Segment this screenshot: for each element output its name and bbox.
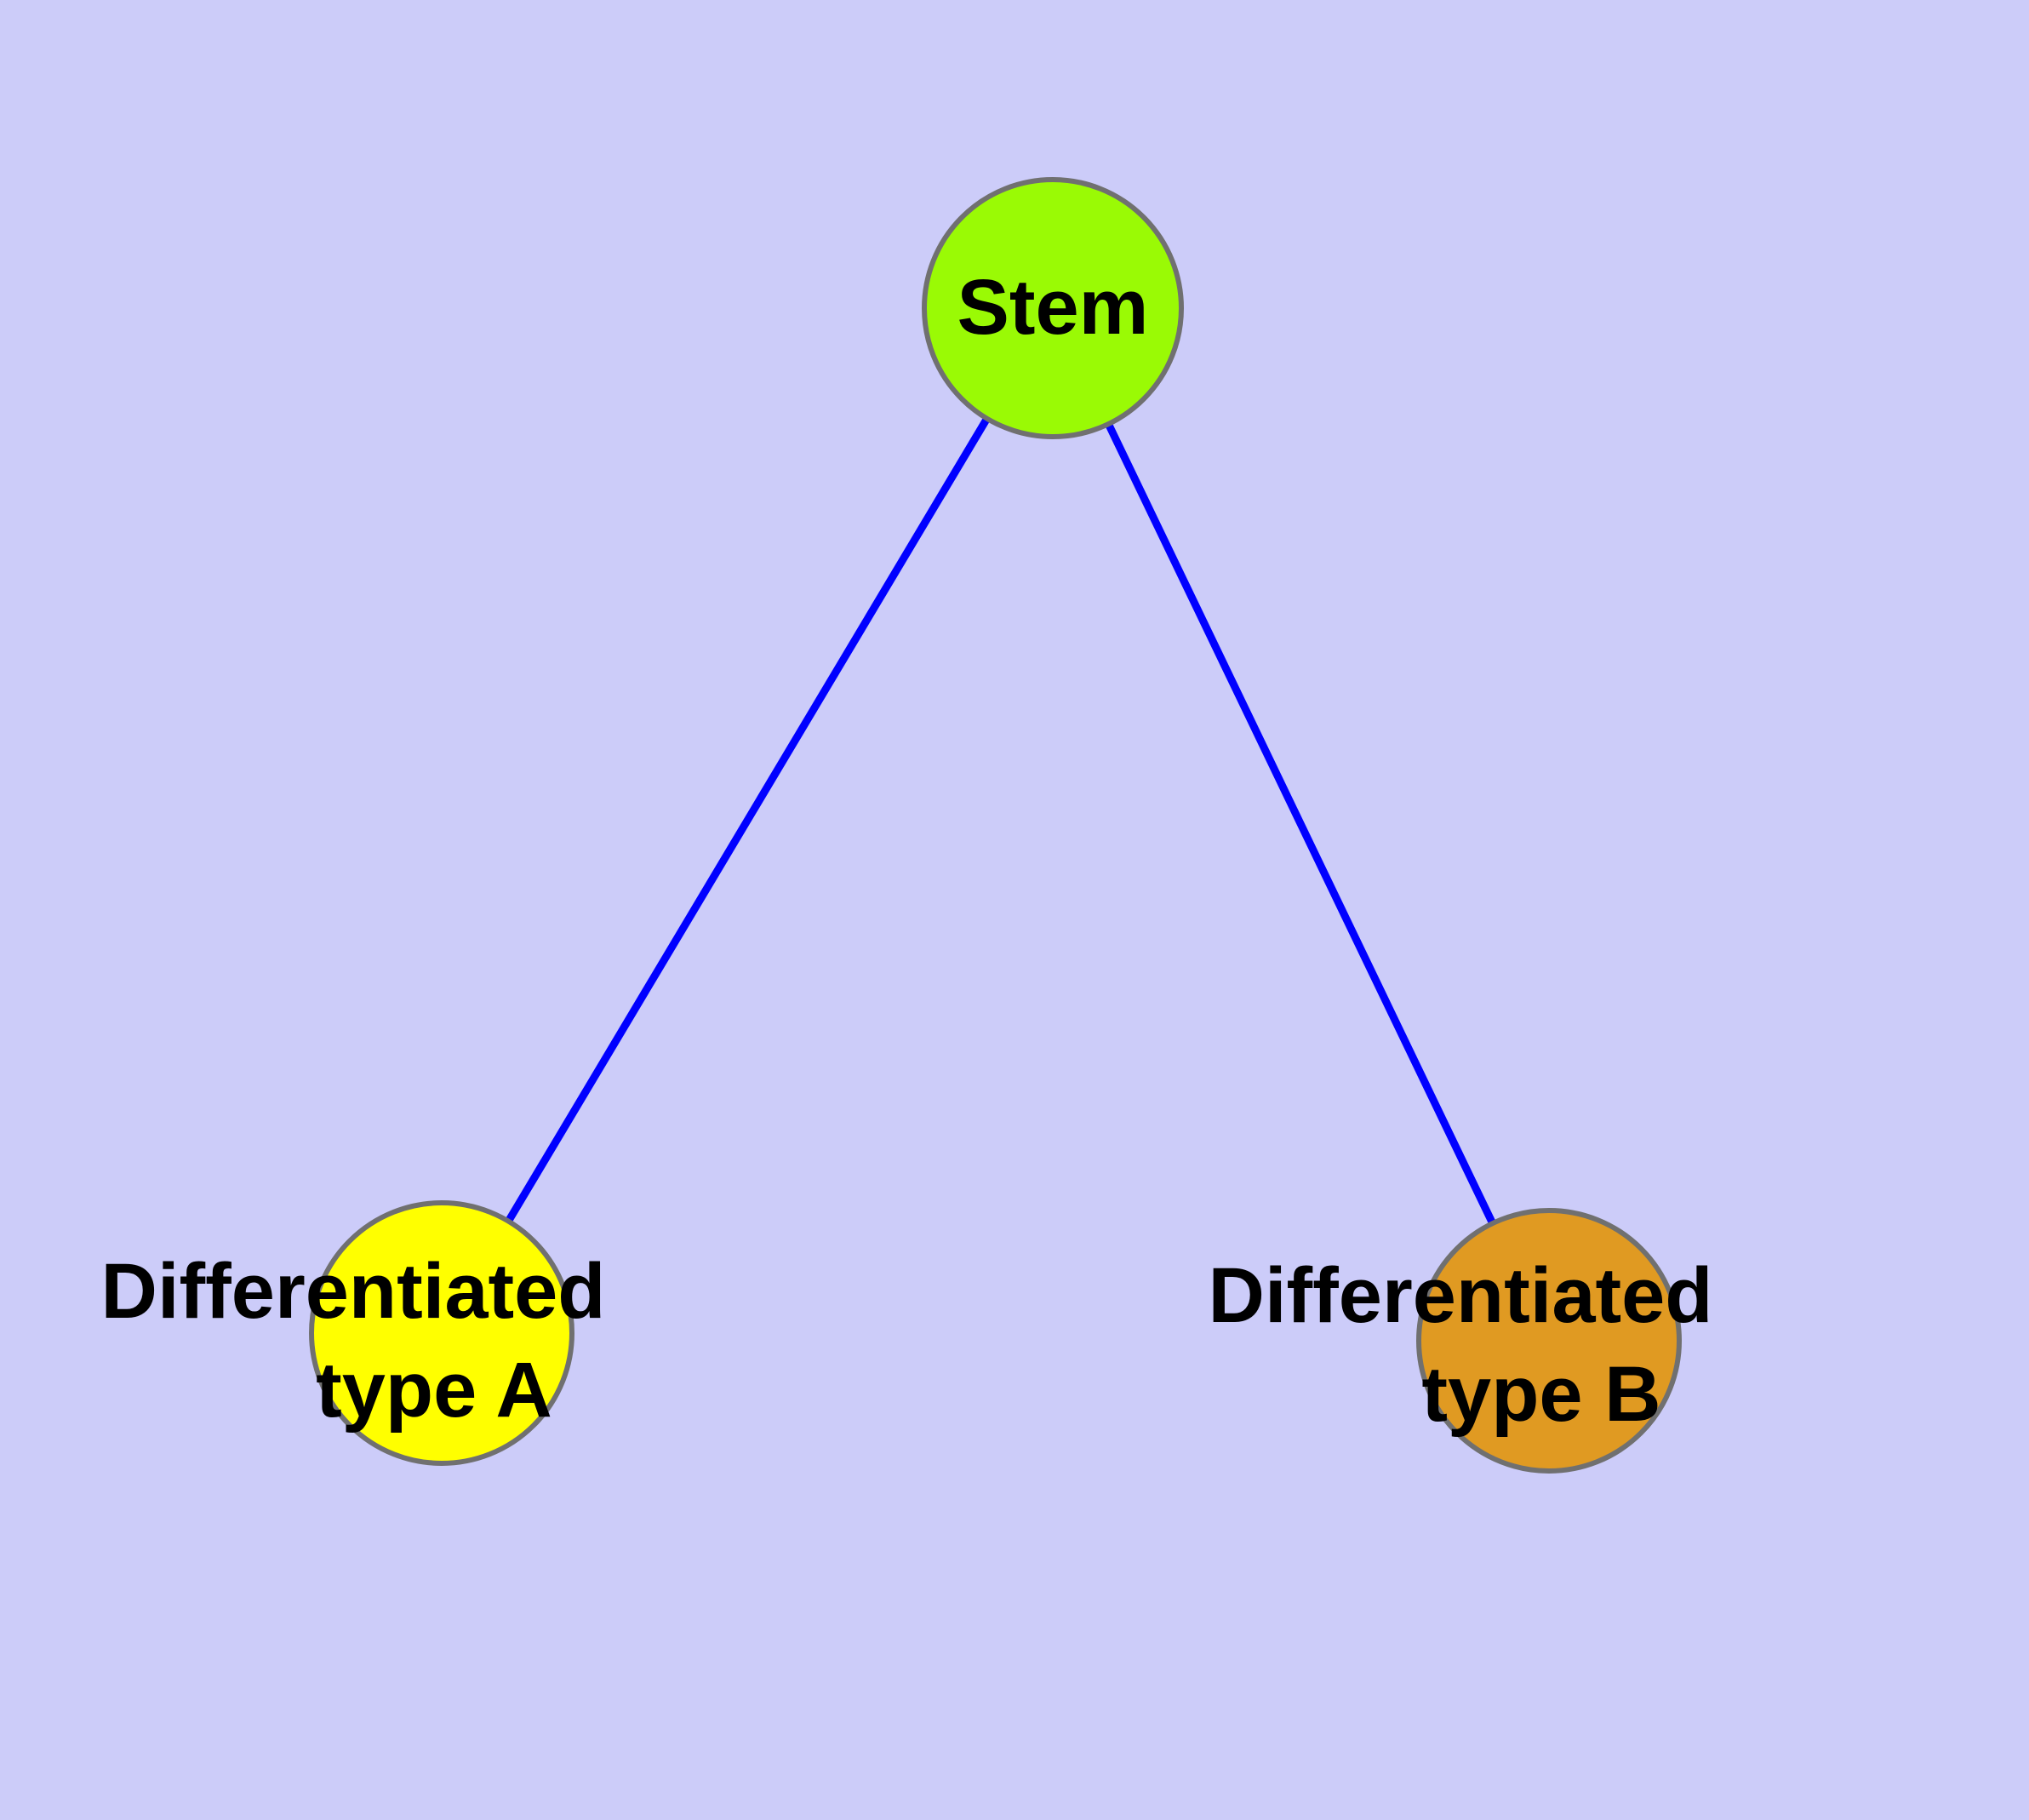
node-differentiated-type-a-label-line2: type A <box>316 1347 552 1434</box>
edge-layer <box>505 416 1496 1226</box>
edge-stem-to-differentiated-type-a[interactable] <box>505 416 991 1223</box>
node-differentiated-type-b[interactable]: Differentiated type B <box>1209 1208 1713 1474</box>
edge-stem-to-differentiated-type-b[interactable] <box>1105 422 1496 1226</box>
node-differentiated-type-b-label-line1: Differentiated <box>1209 1252 1713 1339</box>
node-layer: Stem Differentiated type A Differentiate… <box>101 177 1713 1474</box>
node-stem-circle[interactable] <box>922 177 1184 439</box>
node-differentiated-type-a[interactable]: Differentiated type A <box>101 1200 606 1466</box>
node-stem-label: Stem <box>957 264 1149 351</box>
node-differentiated-type-a-circle[interactable] <box>309 1200 574 1466</box>
node-differentiated-type-a-label-line1: Differentiated <box>101 1248 606 1335</box>
node-differentiated-type-b-circle[interactable] <box>1416 1208 1682 1474</box>
node-differentiated-type-b-label-line2: type B <box>1421 1351 1660 1438</box>
node-stem[interactable]: Stem <box>922 177 1184 439</box>
